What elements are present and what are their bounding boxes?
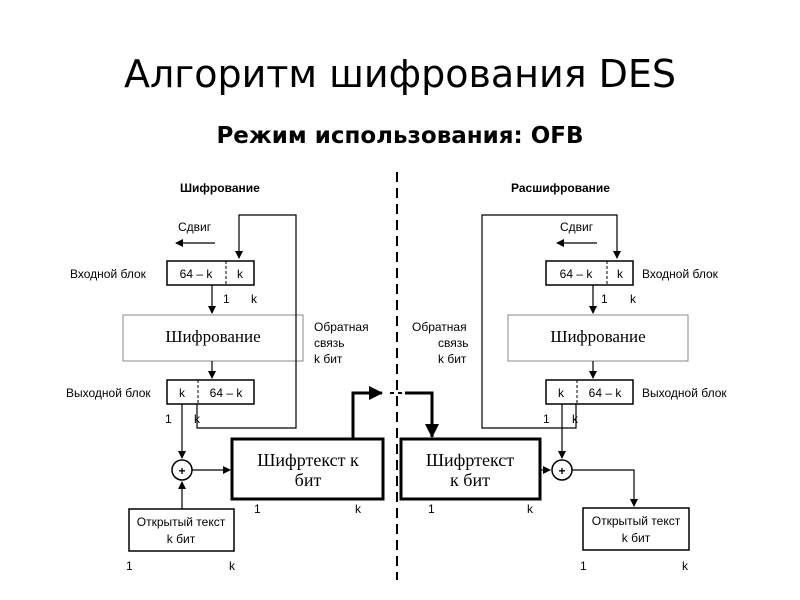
dec-input-block-label: Входной блок (642, 267, 719, 281)
dec-feedback-line (481, 214, 621, 429)
enc-cipher-box-label: Шифрование (165, 327, 260, 346)
transmit-arrow-out (351, 386, 383, 439)
slide-subtitle: Режим использования: OFB (216, 123, 584, 149)
dec-input-block (545, 260, 634, 286)
enc-heading: Шифрование (180, 181, 260, 195)
enc-plaintext-box (128, 508, 235, 552)
dec-output-cell-1: k (558, 386, 565, 400)
enc-ciphertext-bit-1: 1 (254, 502, 261, 516)
enc-input-bit-k: k (251, 292, 258, 306)
enc-feedback-line (196, 214, 297, 429)
dec-input-cell-2: k (617, 267, 624, 281)
enc-xor-symbol: + (178, 464, 185, 478)
dec-cipher-box (507, 314, 689, 362)
enc-ciphertext-bit-k: k (355, 502, 362, 516)
enc-ciphertext-box (230, 437, 385, 501)
dec-input-bit-k: k (630, 292, 637, 306)
enc-plaintext-bit-1: 1 (126, 559, 133, 573)
dec-xor-symbol: + (558, 464, 565, 478)
enc-input-block-label: Входной блок (70, 267, 147, 281)
slide-title: Алгоритм шифрования DES (123, 52, 677, 96)
enc-feedback-label-1: Обратная (314, 320, 369, 334)
enc-output-cell-1: k (179, 386, 186, 400)
dec-input-bit-1: 1 (601, 292, 608, 306)
dec-feedback-label-2: связь (438, 336, 469, 350)
dec-ciphertext-box (399, 437, 542, 501)
dec-shift-label: Сдвиг (560, 220, 594, 234)
enc-feedback-label-3: k бит (314, 352, 343, 366)
enc-output-block (166, 379, 255, 405)
enc-feedback-label-2: связь (314, 336, 345, 350)
enc-ciphertext-line-1: Шифртекст к (257, 450, 359, 470)
dec-output-cell-2: 64 – k (589, 386, 623, 400)
enc-shift-label: Сдвиг (178, 220, 212, 234)
dec-feedback-label-1: Обратная (412, 320, 467, 334)
enc-ciphertext-line-2: бит (295, 470, 322, 490)
enc-plaintext-bit-k: k (229, 559, 236, 573)
dec-cipher-box-label: Шифрование (550, 327, 645, 346)
enc-input-bit-1: 1 (223, 292, 230, 306)
dec-output-block (545, 379, 634, 405)
enc-input-block (166, 260, 255, 286)
dec-feedback-label-3: k бит (438, 352, 467, 366)
enc-output-block-label: Выходной блок (66, 386, 151, 400)
dec-output-bit-1: 1 (543, 412, 550, 426)
dec-ciphertext-line-2: к бит (450, 470, 490, 490)
enc-output-bit-1: 1 (165, 412, 172, 426)
dec-ciphertext-line-1: Шифртекст (426, 450, 514, 470)
dec-output-block-label: Выходной блок (642, 386, 727, 400)
enc-input-cell-2: k (237, 267, 244, 281)
dec-ciphertext-bit-1: 1 (428, 502, 435, 516)
dec-heading: Расшифрование (511, 181, 610, 195)
enc-plaintext-line-2: k бит (167, 532, 196, 546)
dec-plaintext-box (582, 507, 690, 551)
dec-plaintext-line-2: k бит (622, 531, 651, 545)
dec-input-cell-1: 64 – k (560, 267, 594, 281)
dec-plaintext-bit-1: 1 (580, 559, 587, 573)
enc-cipher-box (122, 314, 304, 362)
enc-plaintext-line-1: Открытый текст (137, 515, 226, 529)
dec-ciphertext-bit-k: k (527, 502, 534, 516)
transmit-arrow-in (405, 391, 439, 438)
enc-input-cell-1: 64 – k (180, 267, 214, 281)
enc-output-cell-2: 64 – k (210, 386, 244, 400)
dec-plaintext-bit-k: k (682, 559, 689, 573)
dec-plaintext-line-1: Открытый текст (592, 514, 681, 528)
